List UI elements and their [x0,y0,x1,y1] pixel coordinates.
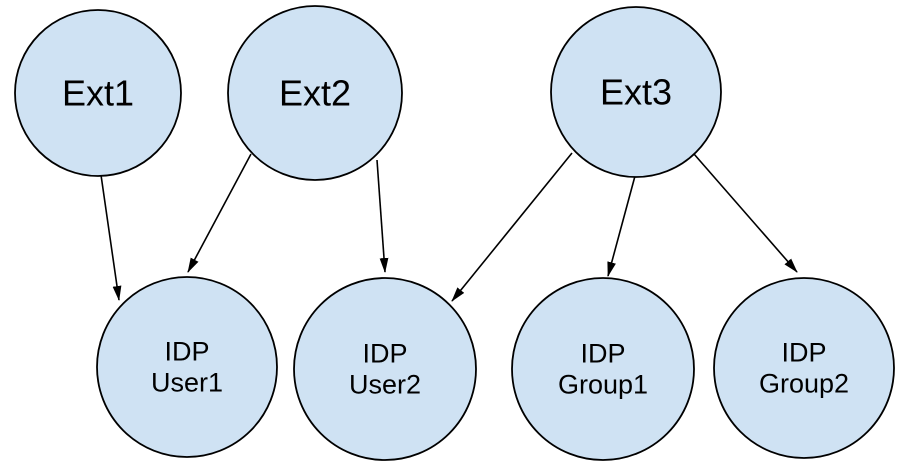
edge-ext2-to-idp-user1 [187,153,252,273]
node-ext2: Ext2 [227,5,403,181]
edge-ext3-to-idp-group1 [607,175,636,277]
idp-group2-circle [713,277,895,459]
edge-ext3-to-idp-user2 [451,152,573,302]
edge-ext1-to-idp-user1 [100,174,122,301]
edge-ext2-to-idp-user2 [376,159,389,273]
idp-user1-circle [96,276,278,458]
ext3-label: Ext3 [600,72,672,113]
ext2-label: Ext2 [279,73,351,114]
ext2-circle [227,5,403,181]
ext1-circle [14,9,182,177]
idp-group1-circle [511,277,695,461]
ext1-label: Ext1 [62,73,134,114]
idp-user2-circle [293,277,477,461]
edge-ext3-to-idp-group2 [693,153,798,273]
ext3-circle [550,6,722,178]
node-ext1: Ext1 [14,9,182,177]
node-ext3: Ext3 [550,6,722,178]
